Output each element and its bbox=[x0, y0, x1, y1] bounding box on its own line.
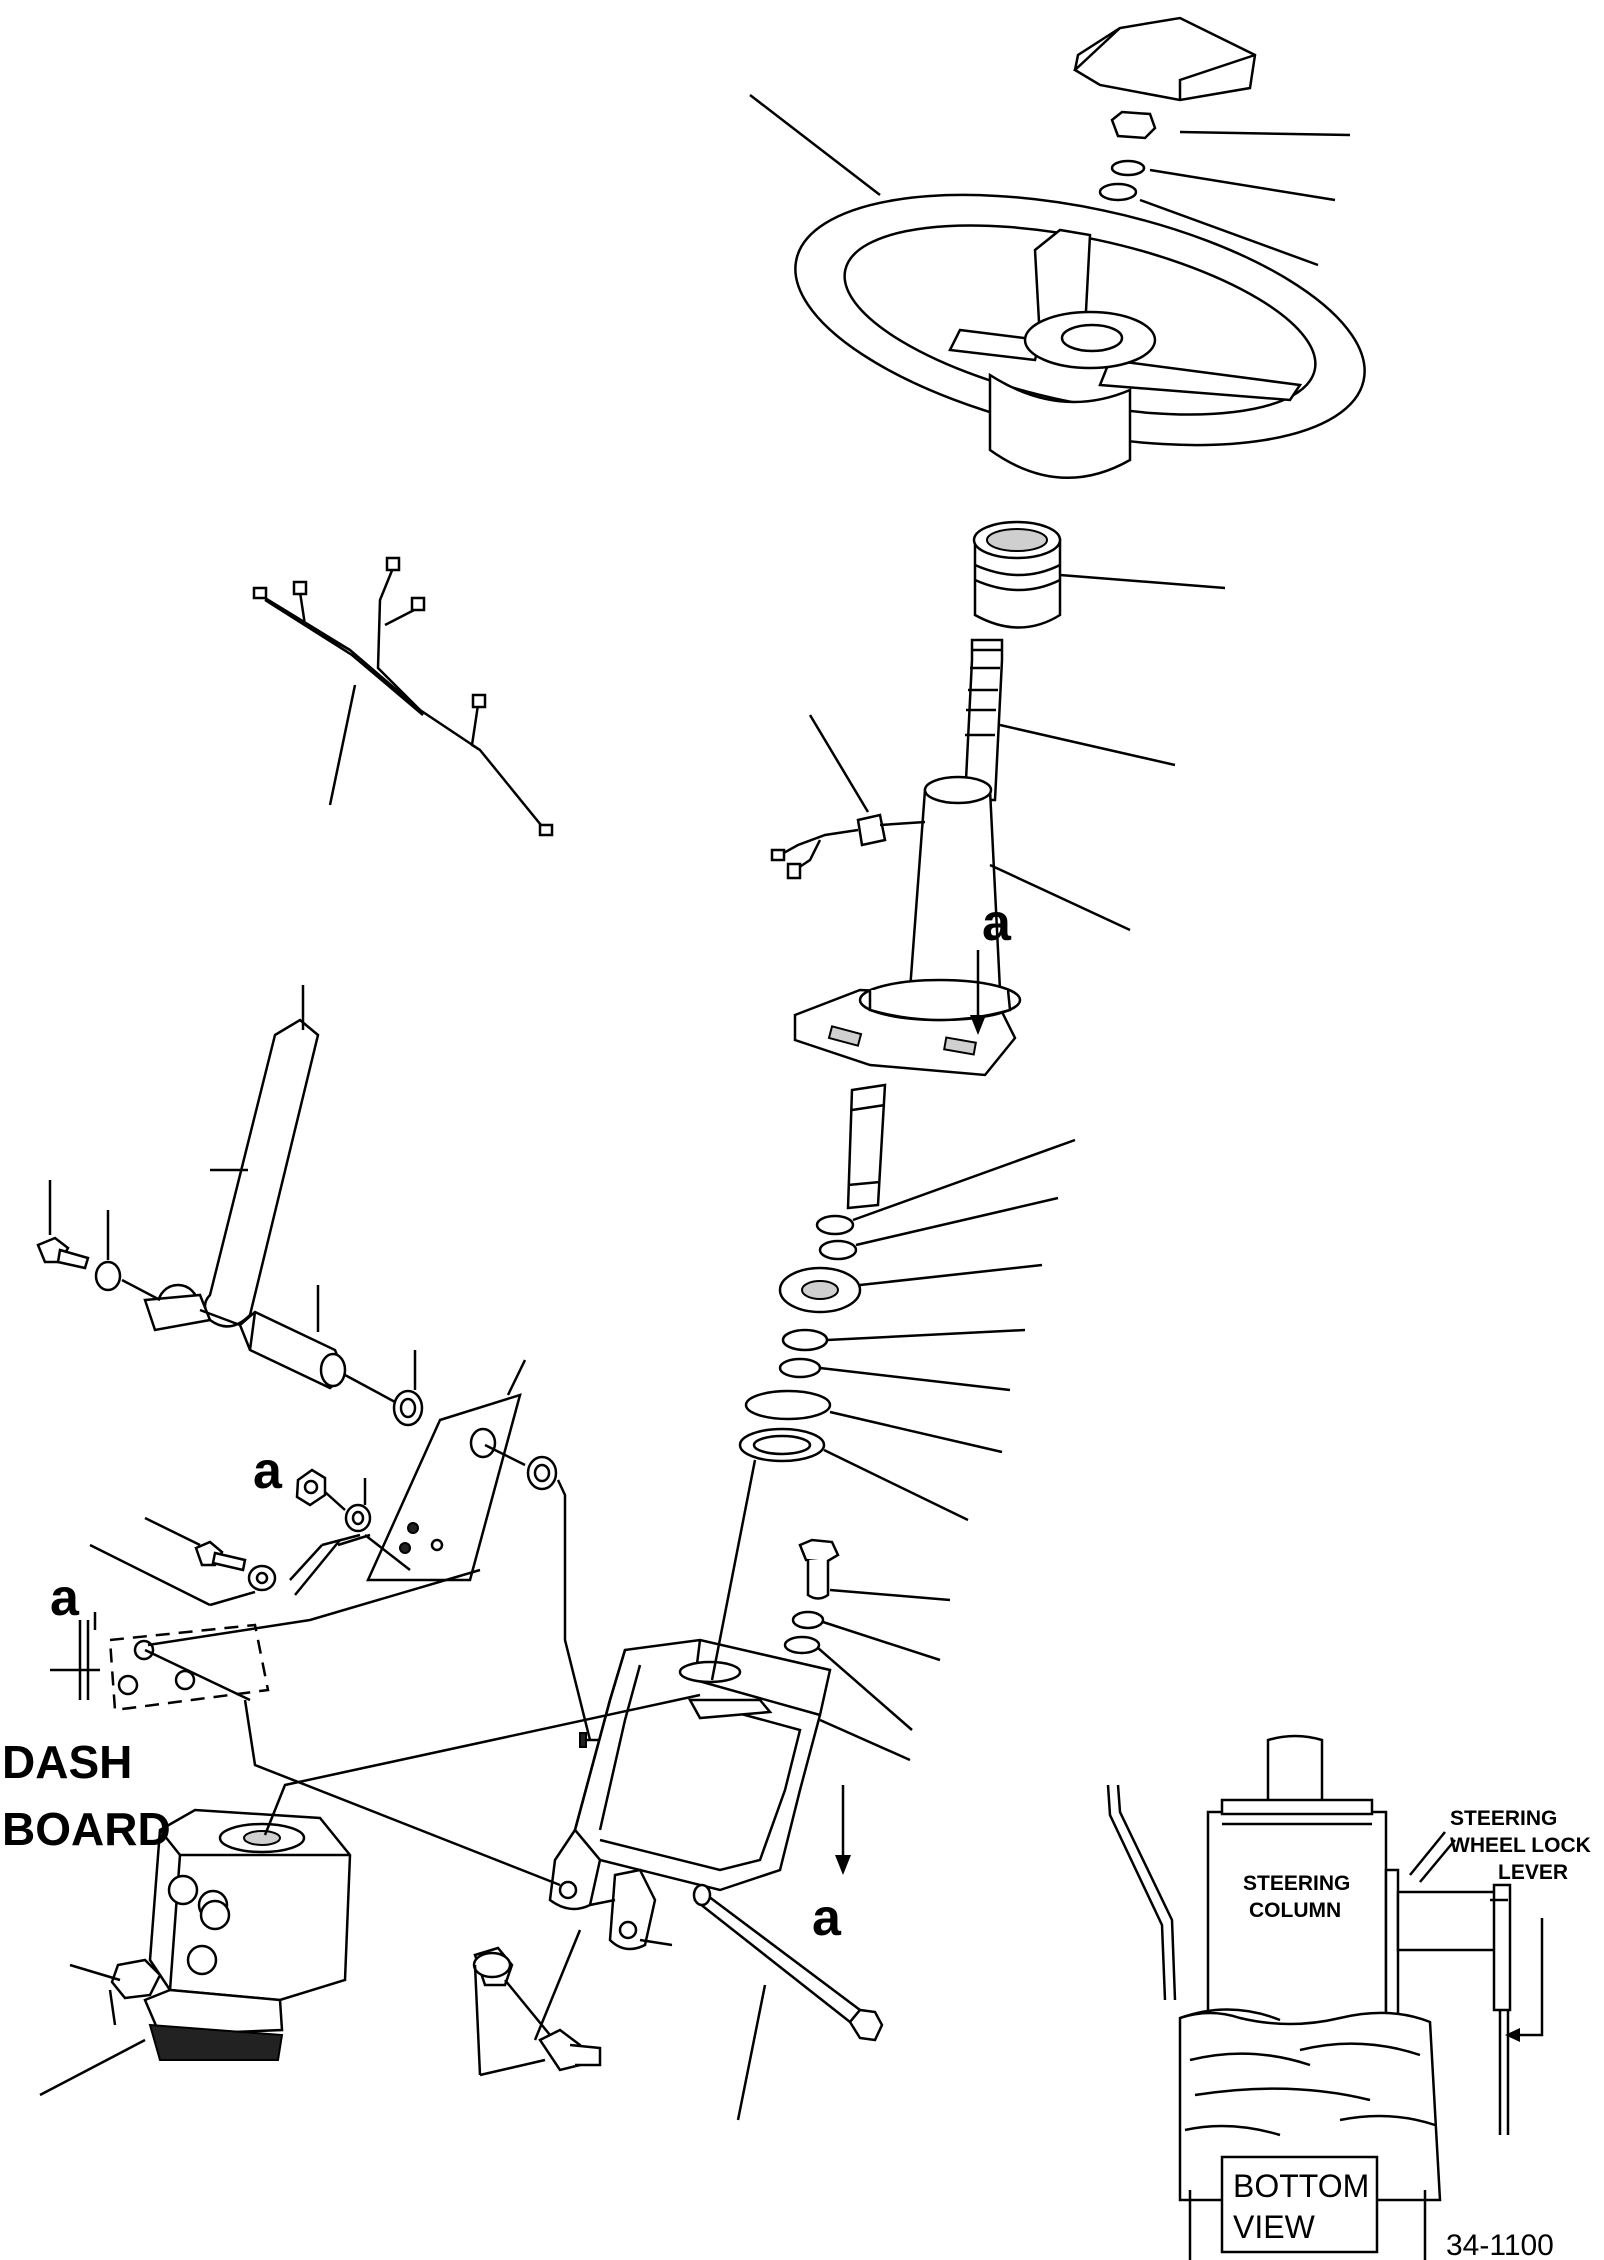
hex-spacer bbox=[238, 1310, 347, 1390]
pivot-bolt bbox=[692, 1883, 884, 2042]
steering-column-label-line1: STEERING bbox=[1243, 1872, 1350, 1895]
wire-harness bbox=[252, 556, 554, 837]
washer-to-bracket bbox=[556, 1479, 592, 1741]
steering-valve bbox=[108, 1808, 352, 2061]
horn-cap bbox=[1072, 16, 1257, 102]
dash-board-panel bbox=[50, 1612, 270, 1712]
dash-to-bolt-line bbox=[144, 1648, 251, 1702]
nut-to-washer bbox=[324, 1491, 346, 1511]
lever-bolt-leaders bbox=[48, 1180, 161, 1302]
lever-plate bbox=[366, 1393, 522, 1582]
stack-leaders bbox=[819, 1138, 1076, 1522]
lower-coupler bbox=[846, 1083, 887, 1210]
plate-to-washer bbox=[484, 1443, 526, 1467]
valve-to-bracket-line bbox=[263, 1693, 701, 1836]
pin-leaders bbox=[473, 1929, 767, 2121]
plate-nut bbox=[295, 1468, 327, 1507]
wheel-leader bbox=[749, 94, 881, 196]
spacer-washer bbox=[392, 1389, 424, 1427]
pivot-pin bbox=[472, 1946, 602, 2072]
nut-washer bbox=[344, 1503, 372, 1533]
dash-board-label-line2: BOARD bbox=[2, 1803, 171, 1855]
bracket-leader bbox=[819, 1718, 911, 1762]
stack-to-bracket-line bbox=[710, 1459, 757, 1681]
bracket-ref-arrow bbox=[835, 1785, 851, 1875]
ref-a-dashboard: a bbox=[50, 1569, 80, 1627]
ref-a-bracket: a bbox=[812, 1889, 842, 1947]
steering-column-label-line2: COLUMN bbox=[1249, 1899, 1341, 1922]
bolt-leaders bbox=[817, 1588, 951, 1731]
column-tube bbox=[793, 775, 1022, 1077]
lock-lever-label-line1: STEERING bbox=[1450, 1807, 1557, 1830]
steering-wheel bbox=[794, 193, 1366, 480]
shaft-leader bbox=[999, 723, 1176, 767]
plate-washer bbox=[526, 1455, 558, 1491]
plate-leader bbox=[506, 1359, 527, 1396]
tube-leader bbox=[989, 863, 1131, 932]
ref-a-nut: a bbox=[253, 1442, 283, 1500]
lever-bolt bbox=[36, 1236, 122, 1292]
plate-bolt bbox=[194, 1540, 277, 1592]
valve-leaders bbox=[39, 1963, 146, 2097]
mount-bolt bbox=[783, 1538, 840, 1655]
figure-number: 34-1100 bbox=[1446, 2229, 1554, 2260]
column-bushing bbox=[972, 520, 1062, 629]
wheel-nut bbox=[1098, 110, 1157, 202]
column-ref-arrow bbox=[970, 950, 986, 1035]
dash-board-label-line1: DASH bbox=[2, 1736, 132, 1788]
spacer-to-washer bbox=[344, 1373, 396, 1404]
ref-a-column: a bbox=[982, 894, 1012, 952]
ignition-switch bbox=[770, 813, 926, 880]
steering-shaft bbox=[963, 638, 1004, 802]
lever-to-spacer bbox=[199, 1308, 241, 1327]
lock-lever bbox=[143, 1018, 320, 1332]
dash-to-plate-line bbox=[147, 1568, 481, 1647]
plate-bolt-leaders bbox=[89, 1516, 411, 1607]
harness-leader bbox=[328, 684, 357, 806]
lock-lever-label-line3: LEVER bbox=[1498, 1861, 1568, 1884]
cap-leaders bbox=[1139, 130, 1351, 267]
lower-bracket bbox=[548, 1638, 832, 1951]
switch-leader bbox=[808, 714, 870, 813]
bushing-leader bbox=[1059, 573, 1226, 590]
lock-lever-label-line2: WHEEL LOCK bbox=[1450, 1834, 1591, 1857]
bottom-view-label-line2: VIEW bbox=[1233, 2209, 1316, 2245]
dash-to-bracket-line bbox=[243, 1699, 561, 1887]
bottom-view-label-line1: BOTTOM bbox=[1233, 2168, 1369, 2204]
bottom-view-inset bbox=[1106, 1734, 1544, 2260]
bearing-stack bbox=[738, 1214, 862, 1463]
